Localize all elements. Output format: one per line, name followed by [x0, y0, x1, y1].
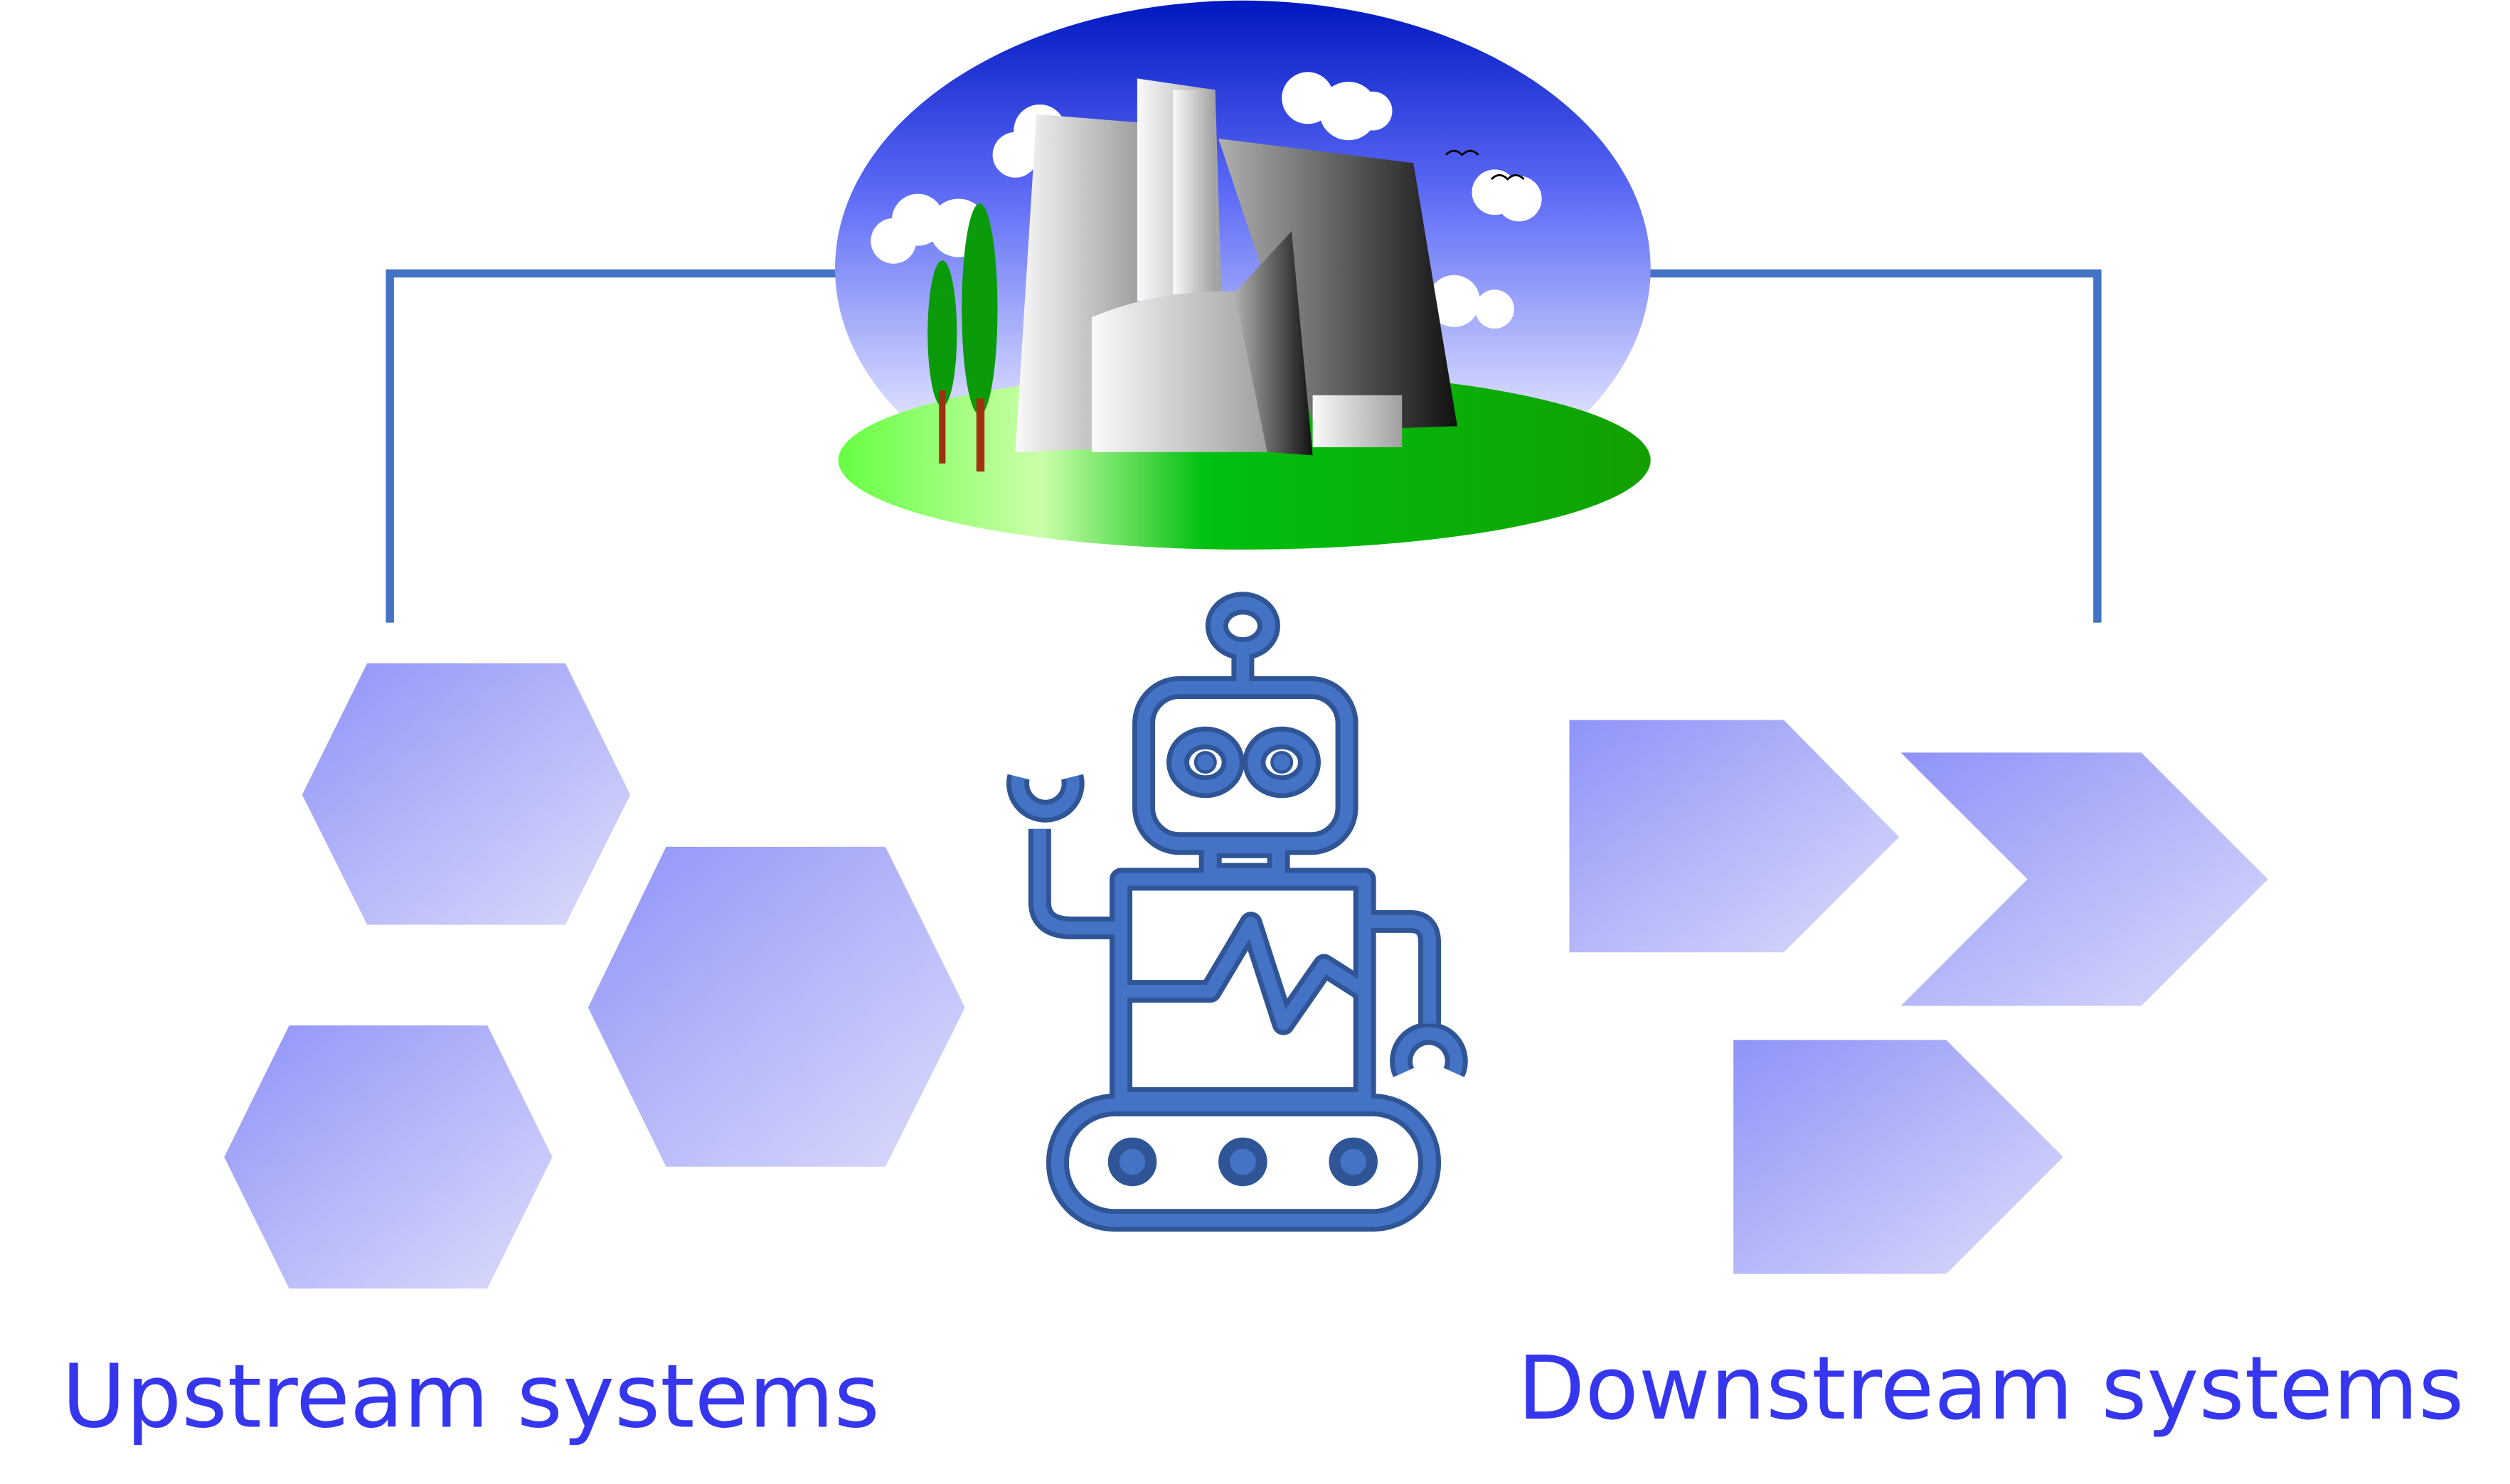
upstream-systems-label: Upstream systems — [62, 1346, 880, 1448]
downstream-system-chevron — [1900, 752, 2268, 1006]
upstream-connector — [385, 269, 845, 623]
downstream-systems-label: Downstream systems — [1517, 1338, 2464, 1440]
upstream-system-hexagon — [587, 846, 965, 1167]
upstream-system-hexagon — [224, 1025, 553, 1289]
robot-icon — [1006, 592, 1468, 1232]
downstream-connector — [1644, 269, 2102, 623]
upstream-system-hexagon — [302, 663, 631, 925]
downstream-system-pentagon — [1569, 720, 1900, 953]
downstream-system-pentagon — [1733, 1040, 2063, 1274]
factory-scene-icon — [835, 0, 1651, 550]
